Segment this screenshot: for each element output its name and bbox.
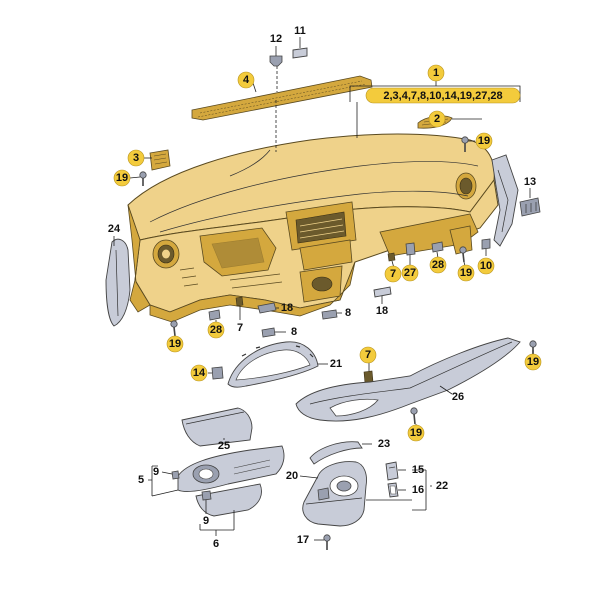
callout-18-left: 18 — [281, 302, 293, 314]
callout-19-upper-left: 19 — [116, 172, 128, 184]
callout-19-upper-right: 19 — [478, 135, 490, 147]
callout-9-lower: 9 — [203, 515, 209, 527]
part-3-side-trim-clip — [149, 149, 171, 171]
callout-19-mid-right: 19 — [460, 267, 472, 279]
highlight-badges — [113, 64, 542, 442]
callout-1-component-list: 2,3,4,7,8,10,14,19,27,28 — [383, 90, 502, 102]
small-fixing-clips — [208, 238, 491, 338]
callout-9-upper: 9 — [153, 466, 159, 478]
callout-4: 4 — [243, 74, 250, 86]
callout-20: 20 — [286, 470, 298, 482]
part-16-switch — [387, 482, 399, 498]
callout-18-central: 18 — [376, 305, 388, 317]
part-4-defroster-strip — [191, 75, 373, 121]
callout-7-right: 7 — [390, 268, 396, 280]
part-22-steering-column-shroud — [302, 461, 367, 527]
callout-3: 3 — [133, 152, 139, 164]
callout-26: 26 — [452, 391, 464, 403]
right-end-side-trim — [491, 154, 519, 247]
part-14-clip — [211, 366, 224, 380]
part-7-clip-lower — [363, 370, 374, 384]
part-24-side-cover — [105, 238, 131, 327]
screw-19-upper-left — [139, 171, 147, 186]
callout-8-upper: 8 — [291, 326, 297, 338]
callout-14: 14 — [193, 367, 206, 379]
callout-11: 11 — [294, 25, 306, 37]
part-12-clip — [269, 55, 283, 67]
callout-2: 2 — [434, 113, 440, 125]
callout-6: 6 — [213, 538, 219, 550]
callout-5: 5 — [138, 474, 144, 486]
callout-8-right: 8 — [345, 307, 351, 319]
part-1-dashboard — [127, 133, 499, 323]
callout-13: 13 — [524, 176, 536, 188]
part-6-lower-cover — [195, 483, 262, 517]
part-5-lower-trim-panel — [171, 445, 285, 493]
screw-19-bottom-right — [410, 407, 418, 425]
callout-24: 24 — [108, 223, 121, 235]
callout-25: 25 — [218, 440, 230, 452]
callout-10: 10 — [480, 260, 492, 272]
screw-17 — [323, 534, 331, 550]
callout-7-lower: 7 — [365, 349, 371, 361]
part-11-clip — [292, 47, 308, 59]
screw-19-lower-left — [170, 320, 178, 337]
callout-19-far-right: 19 — [527, 356, 539, 368]
callout-21: 21 — [330, 358, 342, 370]
callout-19-bottom-right: 19 — [410, 427, 422, 439]
callout-12: 12 — [270, 33, 282, 45]
callout-28-left: 28 — [210, 324, 222, 336]
callout-27: 27 — [404, 267, 416, 279]
callout-22: 22 — [436, 480, 448, 492]
callout-17: 17 — [297, 534, 309, 546]
screw-19-upper-right — [461, 136, 469, 152]
callout-28-right: 28 — [432, 259, 444, 271]
screw-19-mid-right — [459, 246, 467, 263]
part-15-switch — [385, 461, 399, 481]
part-23-upper-column-shroud — [309, 441, 363, 465]
callout-23: 23 — [378, 438, 390, 450]
part-25-knee-trim-panel — [181, 407, 253, 447]
callout-15: 15 — [412, 464, 424, 476]
part-13-connector — [519, 197, 541, 217]
callout-7-left: 7 — [237, 322, 243, 334]
callout-19-lower-left: 19 — [169, 338, 181, 350]
callout-labels: 1 2,3,4,7,8,10,14,19,27,28 2 3 4 5 6 7 7… — [108, 25, 539, 550]
part-21-instrument-cluster-trim — [227, 341, 319, 388]
screws — [139, 136, 537, 550]
part-26-decorative-trim — [295, 337, 521, 422]
callout-16: 16 — [412, 484, 424, 496]
callout-1: 1 — [433, 67, 439, 79]
